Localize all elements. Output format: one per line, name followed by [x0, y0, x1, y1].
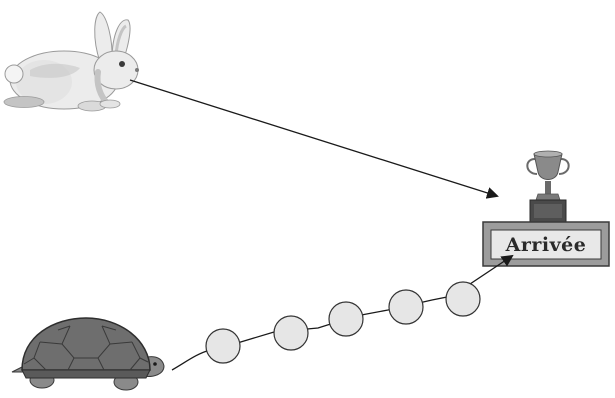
step-circle	[445, 281, 481, 317]
trophy-icon	[526, 150, 570, 223]
turtle-icon	[11, 317, 165, 391]
step-circle	[328, 301, 364, 337]
turtle-path	[171, 254, 514, 371]
finish-label: Arrivée	[505, 234, 587, 256]
rabbit-arrow	[129, 79, 499, 199]
rabbit-icon	[3, 11, 139, 112]
step-circle	[388, 289, 424, 325]
step-circle	[205, 328, 241, 364]
finish-podium: Arrivée	[482, 221, 610, 267]
step-circle	[273, 315, 309, 351]
